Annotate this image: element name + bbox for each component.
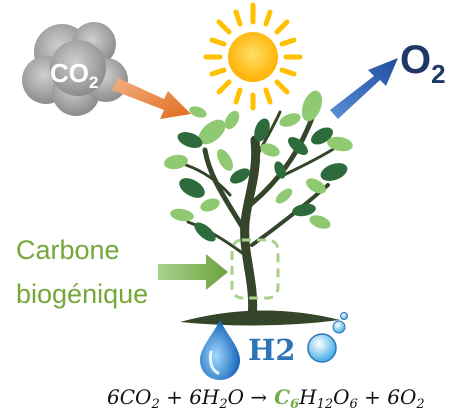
water-digit: 2 — [275, 333, 295, 367]
tree-illustration — [164, 90, 353, 326]
svg-text:O2: O2 — [400, 38, 446, 89]
water-h: H — [248, 333, 275, 367]
eq-arrow: → — [250, 385, 267, 409]
o2-release-arrow — [330, 58, 398, 119]
water-drop-icon — [200, 320, 240, 380]
o2-text: O — [400, 38, 431, 82]
o2-subscript: 2 — [431, 59, 445, 89]
eq-sub-5: 12 — [317, 397, 334, 412]
eq-term-6: O — [333, 385, 349, 409]
carbon-arrow — [158, 254, 228, 290]
co2-text: CO — [50, 58, 89, 88]
co2-intake-arrow — [112, 78, 191, 119]
eq-sub-4: 6 — [290, 397, 299, 412]
eq-term-3: O — [228, 385, 251, 409]
eq-term-5: H — [298, 385, 317, 409]
eq-term-7: + 6O — [358, 385, 417, 409]
water-bubble-icon — [307, 312, 348, 363]
svg-text:CO2: CO2 — [50, 58, 98, 92]
eq-term-1: 6CO — [107, 385, 151, 409]
water-label: H2 — [248, 333, 296, 367]
eq-sub-1: 2 — [150, 397, 159, 412]
co2-subscript: 2 — [89, 73, 98, 92]
eq-sub-7: 2 — [415, 397, 424, 412]
sun-icon — [203, 2, 303, 111]
carbon-storage-box — [230, 238, 280, 300]
photosynthesis-equation: 6CO2 + 6H2O → C6H12O6 + 6O2 — [107, 385, 425, 412]
eq-term-4: C — [267, 385, 290, 409]
eq-sub-6: 6 — [350, 397, 358, 412]
carbon-label-line1: Carbone — [16, 235, 120, 265]
co2-cloud: CO2 — [22, 22, 128, 116]
eq-sub-2: 2 — [218, 397, 227, 412]
water-o: O — [313, 335, 335, 364]
carbon-label-line2: biogénique — [16, 279, 148, 309]
eq-term-2: + 6H — [160, 385, 220, 409]
